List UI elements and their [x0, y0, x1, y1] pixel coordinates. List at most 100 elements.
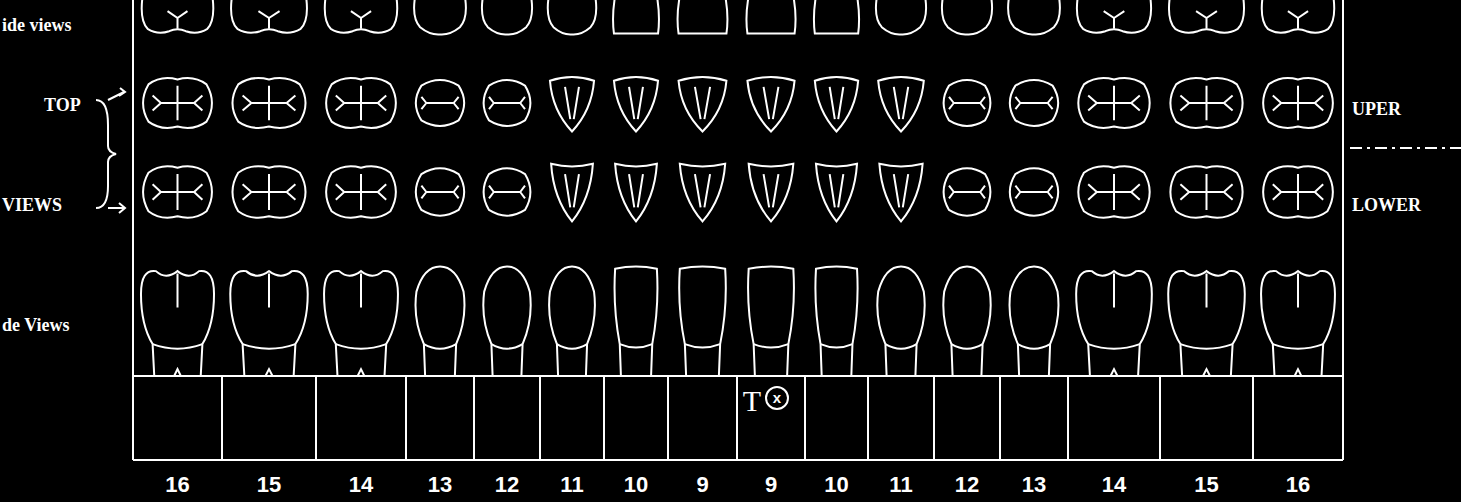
- tooth-outline: [679, 77, 727, 132]
- row-label: UPER: [1352, 100, 1401, 118]
- tooth-outline: [414, 0, 466, 34]
- tooth-number: 16: [165, 474, 189, 496]
- tooth-outline: [416, 80, 464, 126]
- box-divider: [933, 376, 935, 460]
- tooth-outline: [815, 267, 857, 376]
- tooth-outline: [1078, 166, 1149, 217]
- tooth-outline: [614, 77, 658, 132]
- tooth-outline: [816, 164, 857, 222]
- tooth-number: 13: [428, 474, 452, 496]
- tooth-outline: [944, 168, 991, 215]
- row-label: VIEWS: [2, 196, 62, 214]
- tooth-outline: [1263, 166, 1333, 217]
- tooth-outline: [814, 0, 859, 34]
- box-divider: [603, 376, 605, 460]
- tooth-outline: [1170, 166, 1242, 217]
- tooth-outline: [326, 166, 396, 217]
- tooth-outline: [324, 271, 398, 376]
- treatment-mark: T: [743, 386, 761, 416]
- tooth-outline: [815, 77, 858, 132]
- tooth-outline: [615, 267, 658, 376]
- box-divider: [804, 376, 806, 460]
- tooth-outline: [1261, 271, 1335, 376]
- tooth-number: 16: [1286, 474, 1310, 496]
- tooth-outline: [877, 267, 924, 376]
- tooth-outline: [1010, 267, 1059, 376]
- tooth-number: 14: [349, 474, 373, 496]
- tooth-outline: [231, 0, 307, 33]
- tooth-outline: [943, 267, 990, 376]
- tooth-outline: [549, 267, 595, 376]
- tooth-outline: [1008, 0, 1060, 34]
- tooth-outline: [143, 78, 212, 128]
- row-label: LOWER: [1352, 196, 1421, 214]
- tooth-outline: [1169, 0, 1244, 33]
- tooth-outline: [230, 271, 307, 376]
- tooth-number: 10: [624, 474, 648, 496]
- tooth-outline: [613, 0, 659, 34]
- tooth-outline: [1262, 0, 1334, 33]
- tooth-number: 15: [257, 474, 281, 496]
- tooth-outline: [326, 78, 396, 128]
- tooth-number: 11: [889, 474, 912, 496]
- tooth-outline: [1263, 78, 1333, 128]
- tooth-outline: [550, 77, 594, 132]
- tooth-outline: [416, 168, 464, 215]
- box-divider: [867, 376, 869, 460]
- box-divider: [405, 376, 407, 460]
- box-divider: [1159, 376, 1161, 460]
- tooth-number: 15: [1194, 474, 1218, 496]
- tooth-outline: [747, 77, 794, 132]
- tooth-outline: [942, 0, 992, 34]
- tooth-outline: [232, 78, 305, 128]
- row-label: de Views: [2, 316, 70, 334]
- tooth-outline: [484, 168, 531, 215]
- tooth-number: 10: [824, 474, 848, 496]
- tooth-number: 11: [560, 474, 583, 496]
- tooth-outline: [1078, 78, 1149, 128]
- tooth-outline: [325, 0, 397, 33]
- box-divider: [736, 376, 738, 460]
- tooth-number: 12: [955, 474, 979, 496]
- box-divider: [473, 376, 475, 460]
- tooth-number: 12: [495, 474, 519, 496]
- tooth-outline: [615, 164, 657, 222]
- row-label: TOP: [44, 96, 81, 114]
- tooth-outline: [878, 77, 924, 132]
- tooth-outline: [484, 80, 531, 126]
- tooth-outline: [482, 0, 532, 34]
- tooth-outline: [1010, 80, 1058, 126]
- tooth-outline: [143, 166, 212, 217]
- box-divider: [667, 376, 669, 460]
- tooth-outline: [142, 0, 214, 33]
- tooth-number: 9: [696, 474, 708, 496]
- tooth-outline: [1010, 168, 1058, 215]
- tooth-outline: [879, 164, 922, 222]
- box-divider: [1252, 376, 1254, 460]
- row-label: ide views: [2, 16, 72, 34]
- tooth-outline: [876, 0, 926, 34]
- tooth-outline: [679, 267, 726, 376]
- tooth-outline: [944, 80, 991, 126]
- treatment-mark: x: [773, 390, 781, 405]
- tooth-outline: [1170, 78, 1242, 128]
- tooth-outline: [416, 267, 465, 376]
- box-divider: [999, 376, 1001, 460]
- tooth-outline: [680, 164, 725, 222]
- tooth-outline: [749, 164, 794, 222]
- tooth-outline: [1076, 271, 1152, 376]
- box-divider: [1067, 376, 1069, 460]
- tooth-outline: [232, 166, 305, 217]
- tooth-outline: [746, 0, 795, 34]
- tooth-outline: [483, 267, 530, 376]
- tooth-outline: [748, 267, 794, 376]
- box-divider: [221, 376, 223, 460]
- tooth-outline: [1168, 271, 1245, 376]
- box-divider: [539, 376, 541, 460]
- tooth-outline: [551, 164, 593, 222]
- tooth-outline: [141, 271, 214, 376]
- tooth-number: 9: [765, 474, 777, 496]
- tooth-number: 14: [1102, 474, 1126, 496]
- tooth-number: 13: [1022, 474, 1046, 496]
